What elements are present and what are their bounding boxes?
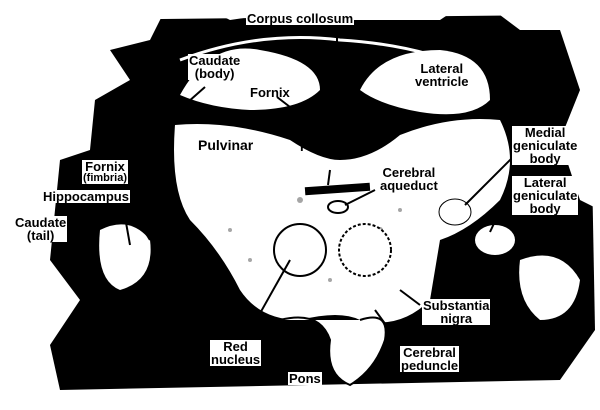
- label-pineal: Pineal: [300, 139, 339, 154]
- label-cerebral-peduncle: Cerebral peduncle: [400, 345, 460, 373]
- medial-geniculate: [438, 198, 472, 226]
- label-cisterna-line2: ambiens: [316, 122, 361, 134]
- label-cerebral-aqueduct: Cerebral aqueduct: [380, 166, 438, 192]
- label-caudate-body-line1: Caudate: [189, 53, 241, 68]
- label-cisterna-ambiens: Cisterna ambiens: [316, 112, 361, 134]
- pineal: [304, 182, 371, 196]
- label-cerebral-peduncle-line2: peduncle: [401, 358, 459, 373]
- label-lateral-ventricle-line2: ventricle: [415, 74, 469, 89]
- label-fornix-fimbria: Fornix (fimbria): [82, 160, 128, 184]
- cerebral-aqueduct: [327, 200, 349, 214]
- right-lateral-ventricle: [360, 50, 490, 115]
- label-fornix: Fornix: [250, 85, 290, 100]
- label-hippocampus: Hippocampus: [42, 189, 130, 204]
- label-cisterna-line1: Cisterna: [316, 111, 361, 123]
- label-caudate-body: Caudate (body): [188, 53, 242, 81]
- label-caudate-tail-line2: (tail): [26, 228, 55, 243]
- label-fornix-fimbria-line2: (fimbria): [83, 172, 127, 184]
- label-red-nucleus-line2: nucleus: [211, 352, 261, 367]
- label-fornix-fimbria-line1: Fornix: [85, 159, 125, 174]
- left-cortex: [0, 0, 170, 360]
- label-red-nucleus: Red nucleus: [210, 339, 262, 367]
- label-cerebral-aqueduct-line1: Cerebral: [382, 165, 436, 180]
- label-medial-geniculate-line1: Medial: [524, 125, 566, 140]
- label-lateral-geniculate-line2: geniculate: [513, 188, 578, 203]
- left-geniculate: [195, 193, 225, 217]
- label-substantia-nigra: Substantia nigra: [422, 298, 491, 326]
- red-nucleus-right: [338, 223, 392, 277]
- label-medial-geniculate-line3: body: [529, 151, 561, 166]
- label-caudate-tail: Caudate (tail): [14, 215, 68, 243]
- label-medial-geniculate-body: Medial geniculate body: [512, 125, 579, 166]
- label-lateral-ventricle: Lateral ventricle: [415, 62, 468, 88]
- label-lateral-ventricle-line1: Lateral: [420, 61, 464, 76]
- label-lateral-geniculate-line1: Lateral: [523, 175, 567, 190]
- label-lateral-geniculate-body: Lateral geniculate body: [512, 175, 579, 216]
- label-pulvinar: Pulvinar: [198, 137, 254, 153]
- hippocampus: [99, 224, 151, 290]
- lateral-geniculate: [475, 225, 515, 255]
- label-lateral-geniculate-line3: body: [529, 201, 561, 216]
- thalamus-pulvinar: [174, 119, 510, 323]
- label-cerebral-peduncle-line1: Cerebral: [403, 345, 456, 360]
- pons: [279, 316, 387, 387]
- label-pons: Pons: [288, 371, 322, 386]
- pointer-lines: [111, 27, 521, 341]
- label-substantia-nigra-line1: Substantia: [423, 298, 490, 313]
- label-corpus-callosum: Corpus collosum: [246, 11, 355, 26]
- right-temporal: [519, 255, 580, 320]
- red-nucleus-left: [273, 223, 327, 277]
- label-cerebral-aqueduct-line2: aqueduct: [380, 178, 438, 193]
- label-red-nucleus-line1: Red: [223, 339, 248, 354]
- label-caudate-body-line2: (body): [194, 66, 235, 81]
- label-caudate-tail-line1: Caudate: [15, 215, 67, 230]
- label-substantia-nigra-line2: nigra: [440, 311, 473, 326]
- label-medial-geniculate-line2: geniculate: [513, 138, 578, 153]
